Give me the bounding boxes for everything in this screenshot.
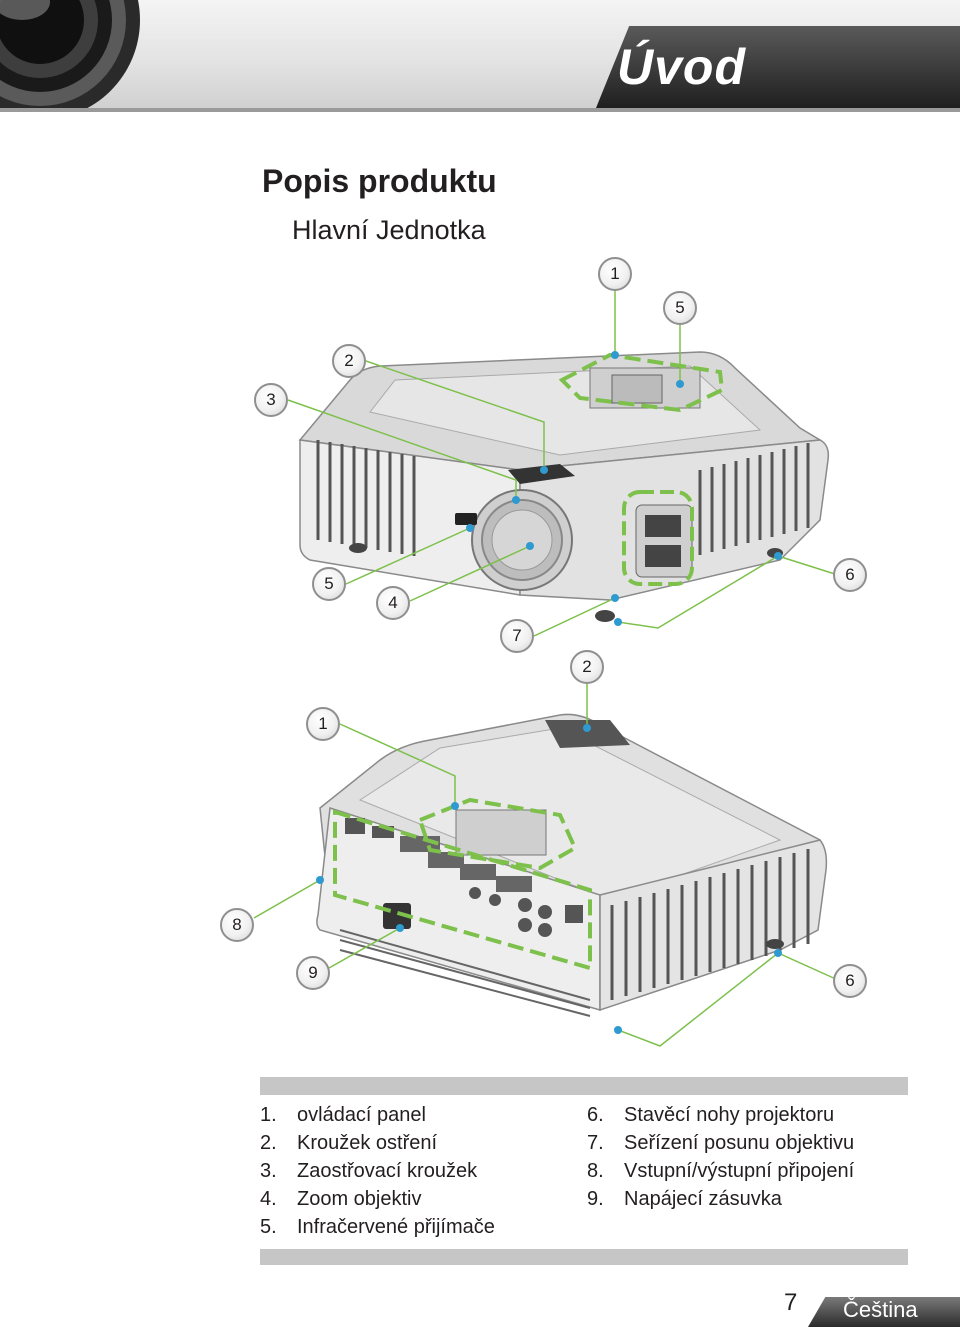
header-divider xyxy=(0,108,960,112)
legend-item: 6.Stavěcí nohy projektoru xyxy=(587,1104,835,1126)
callout-5-left: 5 xyxy=(312,567,346,601)
legend-item: 3.Zaostřovací kroužek xyxy=(260,1160,478,1182)
page-title: Popis produktu xyxy=(262,163,497,199)
product-figure xyxy=(253,291,839,1047)
legend-item: 1.ovládací panel xyxy=(260,1104,426,1126)
legend-item: 7.Seřízení posunu objektivu xyxy=(587,1132,855,1154)
callout-7-top: 7 xyxy=(500,619,534,653)
callout-1-bottom: 1 xyxy=(306,707,340,741)
callout-8-bottom: 8 xyxy=(220,908,254,942)
lens-decoration-icon xyxy=(0,0,180,112)
callout-5-top: 5 xyxy=(663,291,697,325)
legend-list-left: 1.ovládací panel 2.Kroužek ostření 3.Zao… xyxy=(260,1101,495,1241)
projector-front-image xyxy=(298,351,830,622)
callout-6-bottom: 6 xyxy=(833,964,867,998)
callout-2-bottom: 2 xyxy=(570,650,604,684)
legend-item: 4.Zoom objektiv xyxy=(260,1188,422,1210)
legend-bar-top xyxy=(260,1077,908,1095)
callout-2-top: 2 xyxy=(332,344,366,378)
callout-9-bottom: 9 xyxy=(296,956,330,990)
callout-6-top: 6 xyxy=(833,558,867,592)
legend-item: 9.Napájecí zásuvka xyxy=(587,1188,782,1210)
projector-rear-image xyxy=(316,713,828,1017)
legend-item: 2.Kroužek ostření xyxy=(260,1132,438,1154)
footer-language: Čeština xyxy=(843,1297,918,1322)
legend-bar-bottom xyxy=(260,1249,908,1265)
legend-item: 5.Infračervené přijímače xyxy=(260,1216,495,1238)
page-subtitle: Hlavní Jednotka xyxy=(292,215,486,245)
page-number: 7 xyxy=(784,1289,798,1316)
legend-list-right: 6.Stavěcí nohy projektoru 7.Seřízení pos… xyxy=(587,1101,854,1213)
callout-3-top: 3 xyxy=(254,383,288,417)
legend-item: 8.Vstupní/výstupní připojení xyxy=(587,1160,855,1182)
section-title: Úvod xyxy=(617,39,746,95)
callout-4-top: 4 xyxy=(376,586,410,620)
callout-1-top: 1 xyxy=(598,257,632,291)
